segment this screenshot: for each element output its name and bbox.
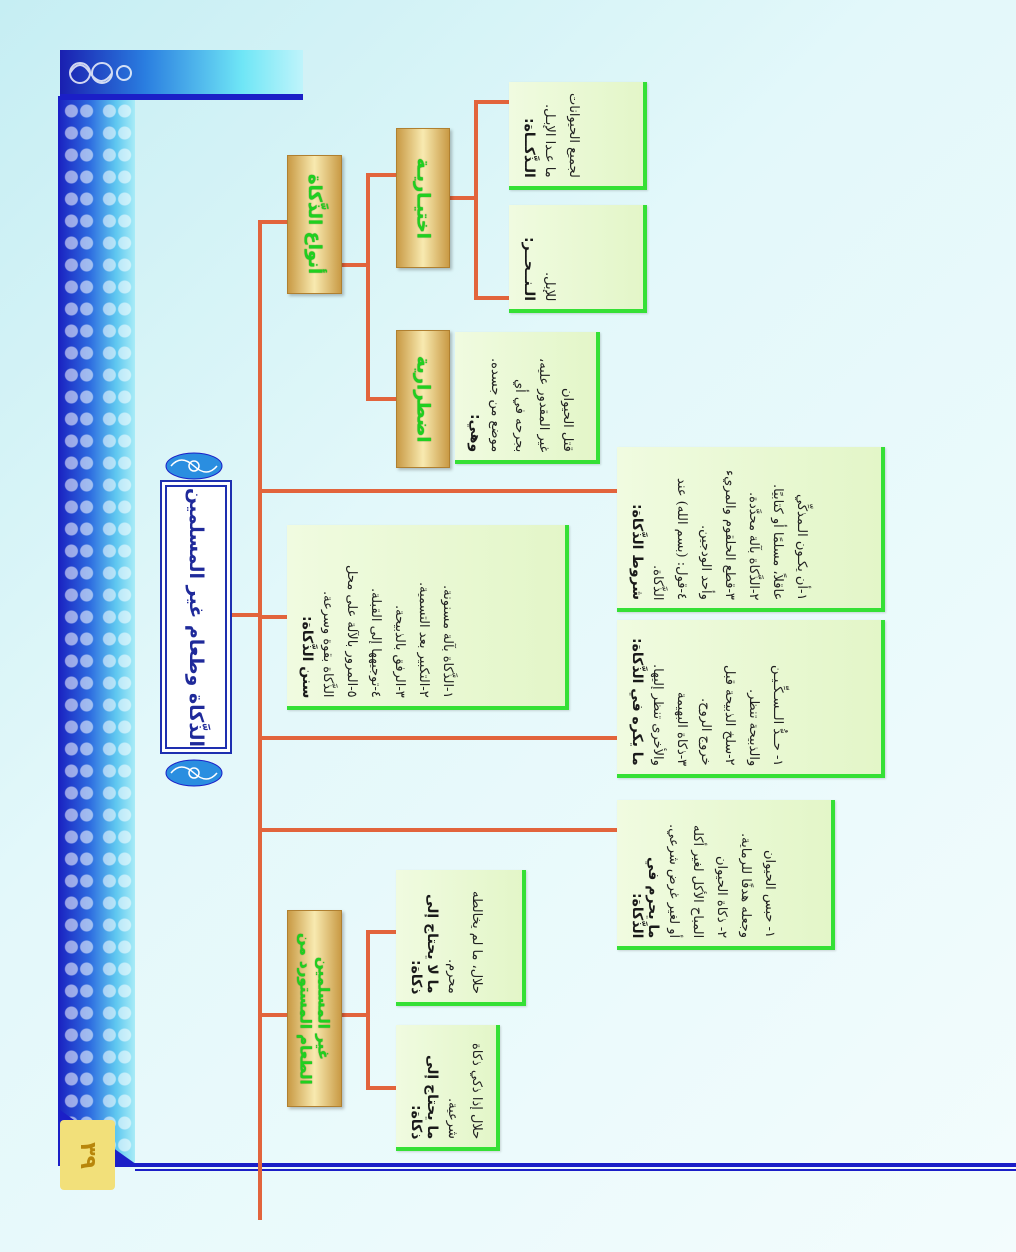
connector-ikhtiyariya-branch — [474, 100, 478, 300]
connector-ikhtiyariya-sub — [448, 196, 476, 200]
connector-food-branch — [366, 930, 370, 1090]
makruh-text: ١- حــدُّ الــسـكِّـيـن والذبيحة تنظر. ٢… — [650, 664, 785, 766]
page-number-badge: ٣٩ — [60, 1120, 115, 1190]
no-need-text: حلال، ما لم يخالطه محرم. — [445, 891, 484, 994]
food-label-line2: غير المسلمين — [314, 957, 333, 1060]
connector-makruh — [258, 736, 618, 740]
conditions-box: شروط الذَّكاة: ١-أن يكـون الـمذكِّي عاقل… — [617, 447, 885, 612]
ikhtiyariya-node: اختيـاريـة — [396, 128, 450, 268]
banner-ornament-icon — [69, 62, 132, 84]
connector-haram — [258, 828, 618, 832]
dhakah-box: الـذَّكــاة: لجميع الحيوانات ما عـدا الإ… — [509, 82, 647, 190]
makruh-box: ما يكره في الذَّكاة: ١- حــدُّ الــسـكِّ… — [617, 620, 885, 778]
nahr-heading: الـنــحــر: — [521, 236, 537, 301]
sunan-box: سنن الذَّكاة: ١-الذَّكاة بآلة مسنونة. ٢-… — [287, 525, 569, 710]
need-heading: ما يحتاج إلى ذكاة: — [408, 1054, 440, 1139]
sunan-text: ١-الذَّكاة بآلة مسنونة. ٢-التكبير بعد ال… — [320, 565, 455, 698]
idtirar-box: وهي: قتل الحيوان غير المقدور عليه، بجرحه… — [455, 332, 600, 464]
sunan-heading: سنن الذَّكاة: — [299, 615, 315, 698]
connector-nahr — [474, 296, 510, 300]
top-banner — [60, 50, 303, 100]
connector-sunan — [258, 615, 288, 619]
haram-text: ١- حبس الحيوان وجعله هدفًا للرماية. ٢- ذ… — [666, 823, 777, 938]
no-need-box: ما لا يحتاج إلى ذكاة: حلال، ما لم يخالطه… — [396, 870, 526, 1006]
connector-need — [366, 1086, 396, 1090]
makruh-heading: ما يكره في الذَّكاة: — [629, 638, 645, 766]
connector-food-sub — [340, 1013, 368, 1017]
haram-heading: ما يحرم في الذَّكاة: — [629, 856, 661, 938]
types-label: أنواع الذَّكاة — [304, 174, 325, 275]
nahr-box: الـنــحــر: للإبل. — [509, 205, 647, 313]
connector-trunk — [258, 220, 262, 1220]
no-need-heading: ما لا يحتاج إلى ذكاة: — [408, 894, 440, 994]
title-ornament-bottom-icon — [165, 759, 223, 787]
connector-types-sub — [340, 263, 368, 267]
need-box: ما يحتاج إلى ذكاة: حلال إذا ذكي ذكاة شرع… — [396, 1025, 500, 1151]
connector-title — [228, 613, 260, 617]
idtirariya-node: اضطرارية — [396, 330, 450, 468]
ikhtiyariya-label: اختيـاريـة — [412, 157, 434, 239]
food-label-line1: الطعام المستورد من — [296, 932, 315, 1085]
connector-ikhtiyariya — [366, 173, 396, 177]
haram-box: ما يحرم في الذَّكاة: ١- حبس الحيوان وجعل… — [617, 800, 835, 950]
connector-no-need — [366, 930, 396, 934]
title-ornament-top-icon — [165, 452, 223, 480]
bottom-rule-thin — [135, 1169, 1016, 1171]
connector-conditions — [258, 489, 618, 493]
dhakah-text: لجميع الحيوانات ما عـدا الإبـل. — [542, 93, 581, 178]
conditions-heading: شروط الذَّكاة: — [629, 504, 645, 600]
dhakah-heading: الـذَّكــاة: — [521, 118, 537, 178]
nahr-text: للإبل. — [542, 271, 557, 301]
types-node: أنواع الذَّكاة — [287, 155, 342, 294]
title-box: الذَّكاة وطعام غير المسلمين — [160, 480, 232, 754]
connector-food — [258, 1013, 288, 1017]
connector-idtirariya — [366, 397, 396, 401]
bottom-rule — [60, 1163, 1016, 1167]
need-text: حلال إذا ذكي ذكاة شرعية. — [445, 1042, 484, 1139]
idtirariya-label: اضطرارية — [412, 355, 434, 443]
banner-underline — [60, 94, 303, 100]
idtirar-text: قتل الحيوان غير المقدور عليه، بجرحه في أ… — [488, 357, 575, 452]
page-title: الذَّكاة وطعام غير المسلمين — [185, 487, 207, 747]
decorative-side-strip — [60, 100, 135, 1165]
food-node: الطعام المستورد من غير المسلمين — [287, 910, 342, 1107]
page-number: ٣٩ — [74, 1141, 100, 1169]
idtirar-heading: وهي: — [467, 413, 483, 452]
connector-types-branch — [366, 173, 370, 401]
conditions-text: ١-أن يكـون الـمذكِّي عاقلاً، مسلمًا أو ك… — [650, 470, 809, 600]
connector-types — [258, 220, 288, 224]
connector-dhakah — [474, 100, 510, 104]
